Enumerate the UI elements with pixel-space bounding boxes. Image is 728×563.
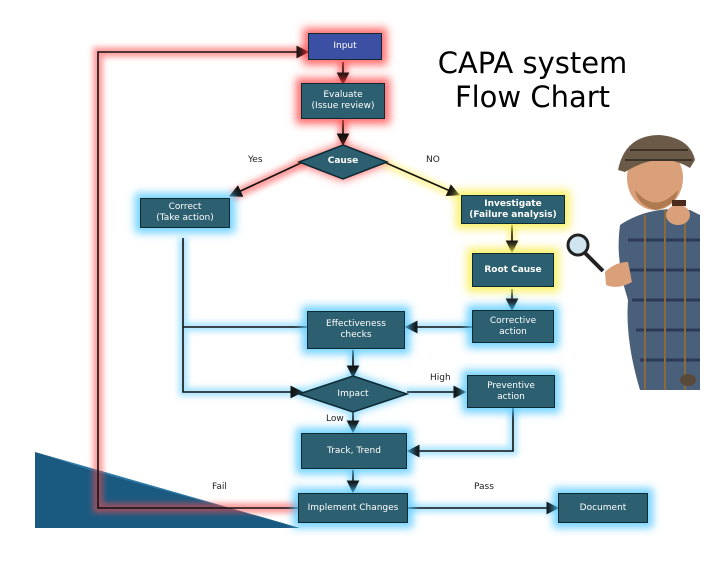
evaluate-label-2: (Issue review)	[311, 101, 375, 111]
input-node: Input	[308, 33, 382, 60]
document-node: Document	[558, 493, 648, 523]
corrective-label-1: Corrective	[489, 315, 537, 326]
track-trend-label: Track, Trend	[327, 445, 381, 456]
effectiveness-label-2: checks	[340, 330, 372, 340]
investigate-label-2: (Failure analysis)	[469, 209, 557, 220]
edge-label-no: NO	[426, 155, 440, 165]
effectiveness-node: Effectiveness checks	[307, 311, 405, 349]
correct-node: Correct (Take action)	[140, 198, 230, 228]
root-cause-label: Root Cause	[484, 264, 542, 275]
edge-label-yes: Yes	[248, 155, 263, 165]
effectiveness-label-1: Effectiveness	[326, 319, 386, 329]
page-title: CAPA system Flow Chart	[425, 46, 640, 114]
root-cause-node: Root Cause	[472, 253, 554, 287]
investigate-node: Investigate (Failure analysis)	[461, 195, 565, 224]
edge-label-low: Low	[326, 414, 344, 424]
edge-label-high: High	[430, 373, 451, 383]
investigate-label-1: Investigate	[484, 198, 542, 209]
correct-label-1: Correct	[168, 202, 202, 212]
document-label: Document	[579, 502, 627, 513]
evaluate-label-1: Evaluate	[323, 90, 363, 100]
preventive-label-2: action	[497, 391, 525, 402]
implement-changes-label: Implement Changes	[307, 502, 399, 513]
cause-diamond	[296, 144, 390, 180]
title-line-2: Flow Chart	[454, 80, 611, 114]
impact-diamond	[296, 375, 410, 413]
impact-label: Impact	[337, 389, 369, 399]
edge-label-fail: Fail	[212, 482, 227, 492]
title-line-1: CAPA system	[437, 46, 628, 80]
edge-label-pass: Pass	[474, 482, 494, 492]
correct-label-2: (Take action)	[156, 213, 214, 223]
track-trend-node: Track, Trend	[301, 433, 407, 469]
evaluate-node: Evaluate (Issue review)	[301, 83, 385, 119]
input-label: Input	[333, 41, 357, 51]
implement-changes-node: Implement Changes	[298, 493, 408, 523]
cause-label: Cause	[327, 156, 359, 166]
inspector-illustration	[566, 135, 700, 390]
corrective-action-node: Corrective action	[472, 310, 554, 343]
preventive-action-node: Preventive action	[467, 375, 555, 408]
corrective-label-2: action	[499, 326, 527, 337]
preventive-label-1: Preventive	[487, 380, 535, 391]
